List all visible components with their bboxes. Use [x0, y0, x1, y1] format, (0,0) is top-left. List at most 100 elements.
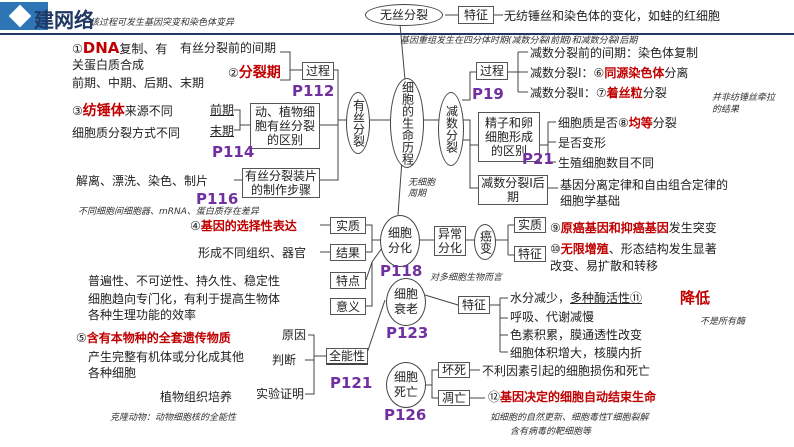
experiment-label: 实验证明: [256, 387, 305, 401]
note-apoptosis-2: 含有病毒的靶细胞等: [510, 427, 592, 437]
page-ref-p126: P126: [384, 406, 427, 424]
interphase-text-2: 关蛋白质合成: [72, 58, 145, 72]
page-ref-p121: P121: [330, 374, 373, 392]
answer-6: 同源染色体: [604, 66, 665, 80]
note-multicellular: 对多细胞生物而言: [430, 273, 503, 283]
significance-text-1: 细胞趋向专门化，有利于提高生物体: [88, 292, 281, 306]
division-phase: ②分裂期: [228, 65, 281, 81]
cause-text: ⑤含有本物种的全套遗传物质: [76, 331, 231, 345]
judge-text-1: 产生完整有机体或分化成其他: [88, 350, 245, 364]
cytokinesis-text: 细胞质分裂方式不同: [72, 126, 181, 140]
spindle-text: ③纺锤体来源不同: [72, 103, 173, 119]
page-ref-p118: P118: [380, 262, 423, 280]
meiosis-basis-2: 细胞学基础: [560, 194, 621, 208]
cancer-node: 癌变: [474, 224, 496, 260]
death-label: 细胞死亡: [393, 370, 418, 399]
apoptosis-box: 凋亡: [438, 390, 470, 406]
answer-2: 分裂期: [238, 65, 281, 81]
necrosis-box: 坏死: [438, 362, 470, 378]
page-ref-p19: P19: [472, 85, 504, 103]
totipotency-box: 全能性: [326, 348, 368, 365]
page-ref-p112: P112: [292, 82, 335, 100]
answer-3: 纺锤体: [82, 103, 125, 119]
significance-box: 意义: [330, 298, 366, 315]
meiosis-label: 减数分裂: [444, 105, 459, 153]
amitosis-node: 无丝分裂: [365, 4, 443, 26]
cancer-feature-text-2: 改变、易扩散和转移: [550, 259, 659, 273]
meiosis-anaphase-box: 减数分裂Ⅰ后期: [478, 175, 548, 205]
senescence-3: 色素积累，膜通透性改变: [510, 328, 643, 342]
meiosis-node: 减数分裂: [438, 92, 464, 166]
slide-box: 有丝分裂装片的制作步骤: [242, 168, 320, 198]
trait-text: 普遍性、不可逆性、持久性、稳定性: [88, 274, 281, 288]
interphase-label: 有丝分裂前的间期: [180, 41, 277, 55]
answer-11: 降低: [680, 289, 711, 307]
differentiation-label: 细胞分化: [387, 226, 412, 255]
mitosis-process-box: 过程: [302, 62, 334, 80]
mitosis-label: 有丝分裂: [351, 99, 366, 147]
sperm-egg-diff1: 细胞质是否⑧均等分裂: [558, 116, 677, 130]
answer-4: 基因的选择性表达: [200, 219, 297, 233]
essence-text: ④基因的选择性表达: [190, 219, 297, 233]
cancer-essence-box: 实质: [514, 217, 546, 233]
apoptosis-text: ⑫基因决定的细胞自动结束生命: [488, 390, 657, 404]
abnormal-box: 异常分化: [434, 226, 466, 256]
interphase-text: ①DNA复制、有: [72, 39, 168, 57]
cancer-feature-text: ⑩无限增殖、形态结构发生显著: [550, 242, 717, 256]
answer-9: 原癌基因和抑癌基因: [560, 221, 669, 235]
page-title: 建网络: [34, 8, 94, 32]
mitosis-node: 有丝分裂: [346, 92, 370, 154]
differentiation-node: 细胞分化: [380, 215, 420, 267]
trait-box: 特点: [330, 272, 366, 289]
senescence-node: 细胞衰老: [386, 278, 426, 326]
meiosis-step1: 减数分裂前的间期：染色体复制: [530, 46, 699, 60]
death-node: 细胞死亡: [386, 362, 426, 408]
slide-steps: 解离、漂洗、染色、制片: [76, 174, 209, 188]
note-cloning: 克隆动物：动物细胞核的全能性: [110, 413, 237, 423]
answer-1: DNA: [82, 39, 120, 57]
meiosis-process-box: 过程: [476, 62, 508, 80]
meiosis-step3: 减数分裂Ⅱ：⑦着丝粒分裂: [530, 86, 667, 100]
senescence-1: 水分减少，多种酶活性⑪: [510, 291, 643, 305]
judge-text-2: 各种细胞: [88, 366, 137, 380]
answer-8: 均等: [628, 116, 653, 130]
note-differentiation: 不同细胞间细胞器、mRNA、蛋白质存在差异: [78, 207, 259, 217]
senescence-4: 细胞体积增大，核膜内折: [510, 346, 643, 360]
note-no-cycle: 无细胞周期: [408, 178, 436, 199]
telophase-label: 末期: [210, 124, 235, 138]
cause-label: 原因: [282, 328, 307, 342]
meiosis-step2: 减数分裂Ⅰ：⑥同源染色体分离: [530, 66, 689, 80]
cancer-label: 癌变: [478, 230, 493, 254]
result-text: 形成不同组织、器官: [198, 246, 307, 260]
note-amitosis: 该过程可发生基因突变和染色体变异: [90, 18, 235, 28]
tissue-culture: 植物组织培养: [160, 390, 233, 404]
significance-text-2: 各种生理功能的效率: [88, 308, 197, 322]
page-ref-p116: P116: [196, 190, 239, 208]
sperm-egg-diff2: 是否变形: [558, 136, 607, 150]
senescence-feature-box: 特征: [458, 296, 490, 314]
sperm-egg-diff3: 生殖细胞数目不同: [558, 156, 655, 170]
center-node: 细胞的生命历程: [390, 78, 424, 168]
note-not-all-enzymes: 不是所有酶: [700, 317, 746, 327]
essence-box: 实质: [330, 217, 366, 234]
answer-10: 无限增殖: [560, 242, 609, 256]
judge-label: 判断: [272, 353, 297, 367]
page-ref-p123: P123: [386, 324, 429, 342]
page-ref-p21: P21: [522, 150, 554, 168]
cancer-essence-text: ⑨原癌基因和抑癌基因发生突变: [550, 221, 717, 235]
answer-5: 含有本物种的全套遗传物质: [86, 331, 231, 345]
result-box: 结果: [330, 244, 366, 261]
amitosis-desc: 无纺锤丝和染色体的变化，如蛙的红细胞: [504, 9, 721, 23]
header-rule: [0, 33, 794, 35]
cancer-feature-box: 特征: [514, 246, 546, 262]
senescence-2: 呼吸、代谢减慢: [510, 310, 595, 324]
meiosis-basis-1: 基因分离定律和自由组合定律的: [560, 178, 729, 192]
sperm-egg-box: 精子和卵细胞形成的区别: [478, 112, 540, 162]
necrosis-text: 不利因素引起的细胞损伤和死亡: [482, 364, 651, 378]
amitosis-feature-box: 特征: [458, 6, 494, 24]
note-meiosis-recombination: 基因重组发生在四分体时期(减数分裂Ⅰ前期)和减数分裂Ⅰ后期: [400, 36, 638, 46]
center-label: 细胞的生命历程: [400, 81, 415, 165]
answer-12: 基因决定的细胞自动结束生命: [500, 390, 657, 404]
animal-plant-box: 动、植物细胞有丝分裂的区别: [250, 103, 320, 149]
